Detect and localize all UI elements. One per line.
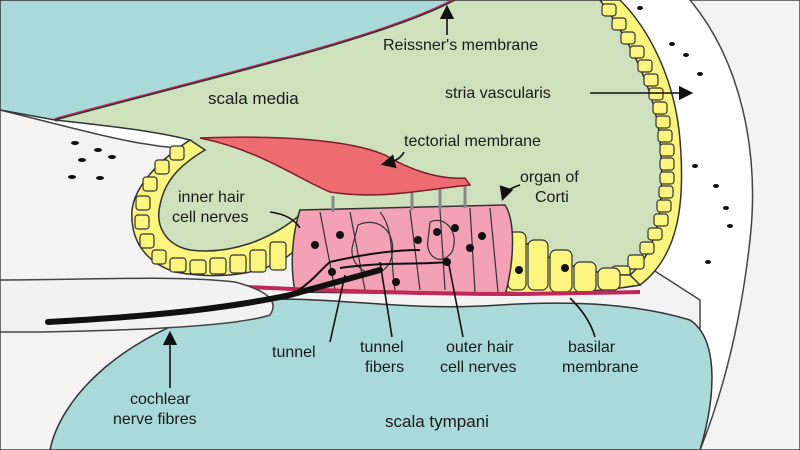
leader-arrow-icon: [499, 184, 521, 202]
label-scala-media: scala media: [208, 89, 299, 108]
leader-line: [329, 274, 346, 343]
cell-nucleus-dot: [515, 266, 523, 274]
leader-line: [269, 211, 301, 229]
label-tunnel-fibers-line2: fibers: [365, 359, 404, 376]
stereocilia: [331, 186, 467, 212]
label-outer-hair-cell-nerves-line2: cell nerves: [440, 359, 516, 376]
leader-arrow-icon: [380, 151, 405, 169]
label-stria-vascularis: stria vascularis: [445, 85, 551, 102]
label-inner-hair-cell-nerves-line2: cell nerves: [172, 209, 248, 226]
label-organ-of-corti-line2: Corti: [535, 189, 569, 206]
label-cochlear-nerve-fibres-line1: cochlear: [130, 391, 191, 408]
label-basilar-membrane-line2: membrane: [562, 359, 639, 376]
label-outer-hair-cell-nerves-line1: outer hair: [446, 339, 514, 356]
leader-line: [447, 259, 464, 338]
leader-line: [569, 297, 596, 338]
label-inner-hair-cell-nerves-line1: inner hair: [178, 189, 245, 206]
scala-tympani-region: [49, 298, 713, 450]
label-scala-tympani: scala tympani: [385, 412, 489, 431]
tunnel-fibre-strands: [329, 249, 451, 269]
stria-cells: [601, 3, 675, 283]
label-basilar-membrane-line1: basilar: [568, 339, 616, 356]
tectorial-membrane-shape: [199, 136, 472, 196]
inner-hair-nerve: [289, 261, 331, 296]
label-tunnel: tunnel: [272, 344, 316, 361]
basilar-membrane-shape: [229, 284, 641, 297]
cochlear-nerve-fibre-bundle: [45, 267, 383, 325]
inner-sulcus-cell-grid: [134, 145, 287, 275]
label-cochlear-nerve-fibres-line2: nerve fibres: [113, 411, 197, 428]
label-tectorial-membrane: tectorial membrane: [404, 133, 541, 150]
label-tunnel-fibers-line1: tunnel: [360, 339, 404, 356]
leader-line: [379, 261, 393, 338]
label-organ-of-corti-line1: organ of: [520, 169, 579, 186]
bone-granules: [68, 6, 733, 264]
cell-nucleus-dot: [561, 264, 569, 272]
label-reissners-membrane: Reissner's membrane: [383, 37, 538, 54]
